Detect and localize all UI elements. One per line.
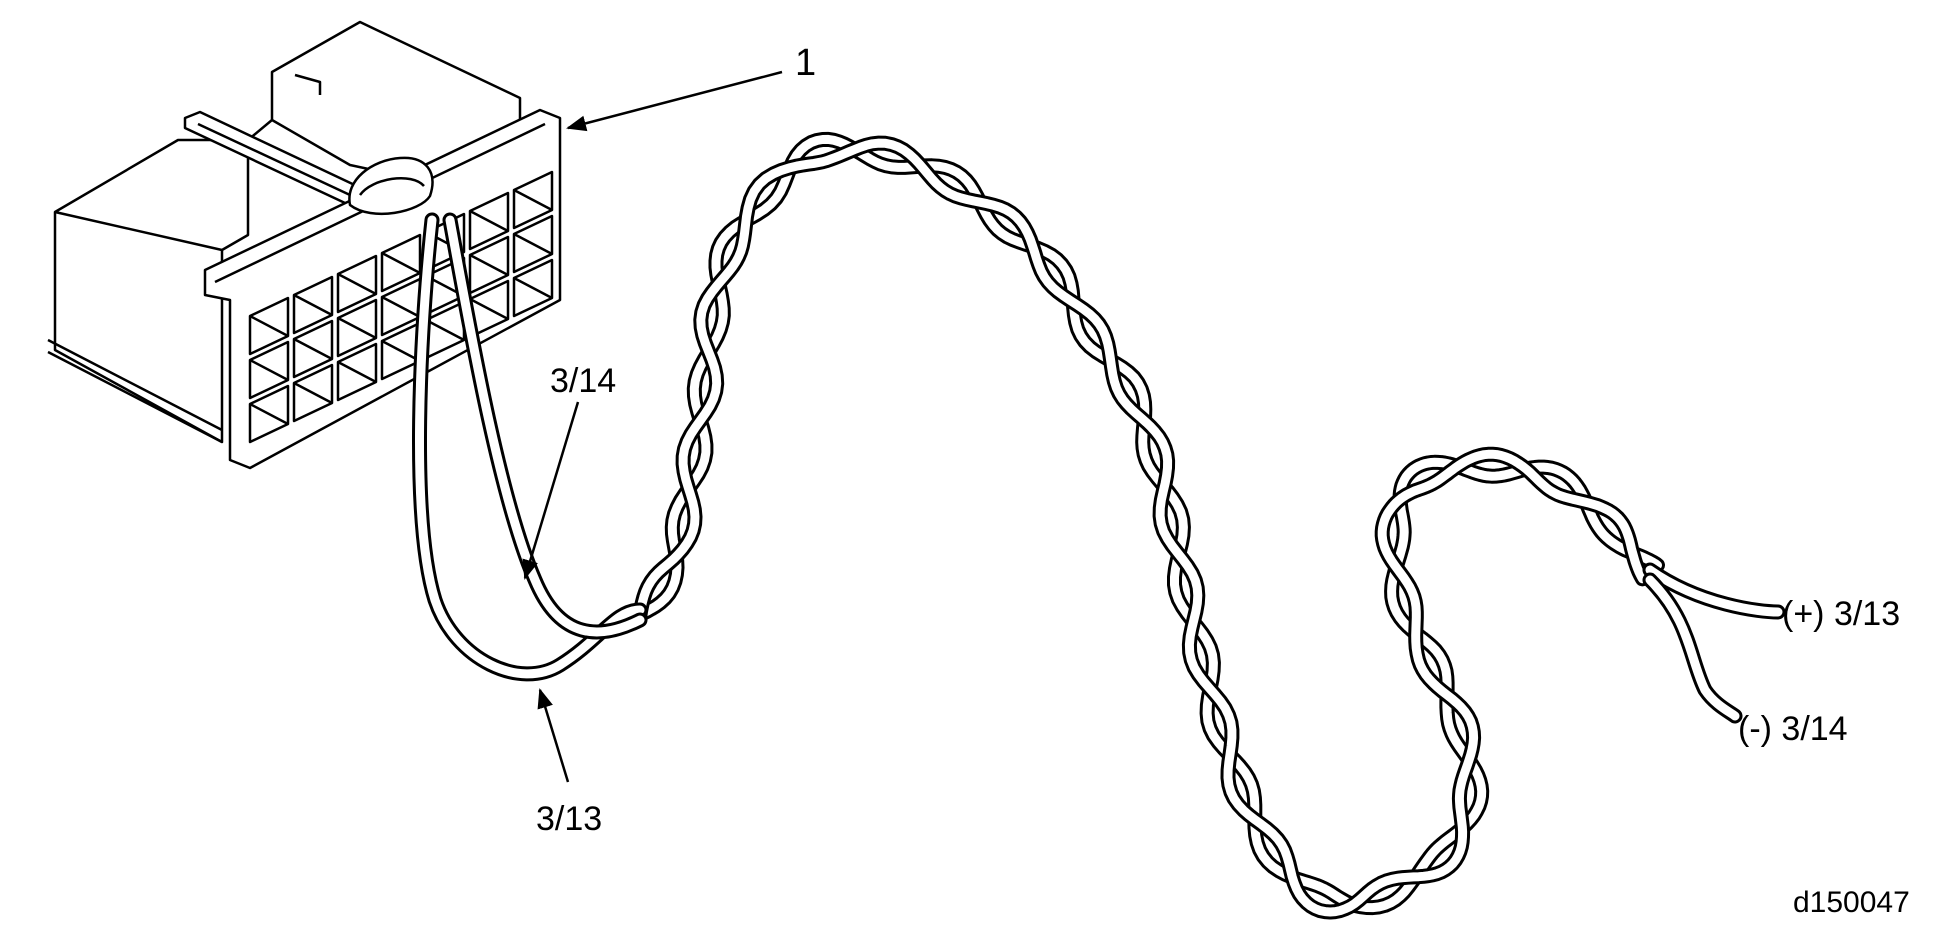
terminal-cavity-shading — [381, 295, 421, 319]
terminal-cavity-shading — [249, 358, 289, 382]
wire-3-13 — [632, 131, 1665, 916]
terminal-cavity-shading — [293, 293, 333, 317]
figure-id: d150047 — [1793, 886, 1910, 919]
callout-labels: 1 3/14 3/13 (+) 3/13 (-) 3/14 d150047 — [536, 42, 1910, 919]
terminal-cavity-grid — [248, 170, 554, 444]
terminal-cavity-shading — [337, 360, 377, 384]
terminal-cavity-shading — [469, 297, 509, 321]
terminal-cavity-shading — [381, 339, 421, 363]
terminal-cavity-shading — [513, 232, 553, 256]
connector-key-slot — [294, 73, 322, 95]
terminal-cavity-shading — [293, 381, 333, 405]
label-negative-end: (-) 3/14 — [1738, 710, 1848, 748]
wire-end-negative-fill — [1645, 575, 1740, 721]
label-wire-3-13: 3/13 — [536, 800, 602, 838]
terminal-cavity-shading — [469, 209, 509, 233]
wire-3-14 — [632, 135, 1650, 920]
terminal-cavity-shading — [337, 316, 377, 340]
callout-leaders — [522, 70, 783, 783]
terminal-cavity-shading — [337, 272, 377, 296]
wire-loop-outer-fill — [415, 215, 645, 679]
terminal-cavity-shading — [513, 276, 553, 300]
connector-body — [47, 20, 562, 470]
terminal-cavity-shading — [469, 253, 509, 277]
label-positive-end: (+) 3/13 — [1782, 595, 1900, 633]
leader-wire-3-13 — [537, 688, 570, 783]
connector-side-block — [53, 138, 250, 444]
wire-loop-inner-fill — [445, 215, 645, 637]
callout-item-1: 1 — [795, 42, 816, 84]
locking-ramp-edge — [197, 122, 366, 204]
connector-edge — [54, 210, 223, 252]
twisted-pair-harness — [412, 131, 1786, 920]
terminal-cavity-shading — [425, 318, 465, 342]
terminal-cavity-shading — [513, 188, 553, 212]
connector-base-rail — [47, 338, 223, 432]
terminal-cavity-shading — [249, 314, 289, 338]
terminal-cavity-shading — [293, 337, 333, 361]
latch-tab-edge — [358, 177, 425, 196]
wire-end-positive-fill — [1645, 565, 1783, 617]
leader-item-1 — [566, 70, 783, 132]
terminal-cavity-shading — [381, 251, 421, 275]
leader-wire-3-14 — [522, 401, 580, 580]
connector-base-rail — [47, 350, 223, 444]
terminal-cavity-shading — [249, 402, 289, 426]
label-wire-3-14: 3/14 — [550, 362, 616, 400]
latch-tab — [348, 156, 434, 216]
